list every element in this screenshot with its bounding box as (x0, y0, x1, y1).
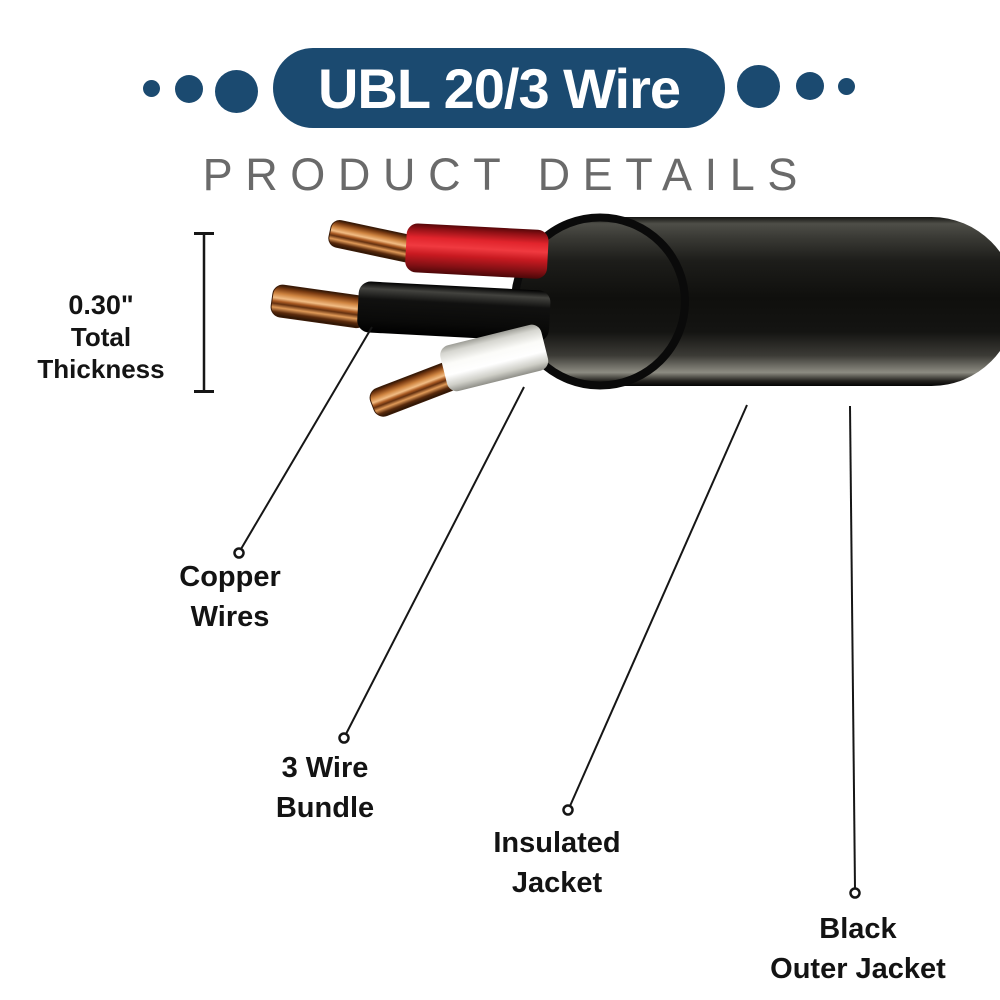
accent-dot (838, 78, 855, 95)
callout-insulated-jacket: Insulated Jacket (457, 823, 657, 903)
white-wire-insulation (440, 324, 549, 392)
leader-line-black-outer-jacket (849, 405, 856, 890)
callout-3-wire-bundle: 3 Wire Bundle (225, 748, 425, 828)
callout-copper-wires: Copper Wires (130, 557, 330, 637)
callout-label-line: Wires (190, 601, 270, 633)
thickness-label: Total Thickness (37, 322, 165, 384)
leader-dots (233, 547, 861, 899)
title-banner: UBL 20/3 Wire (273, 48, 725, 128)
page-subtitle: PRODUCT DETAILS (202, 149, 810, 200)
callout-label-line: Insulated (493, 827, 621, 859)
callout-label-line: Jacket (511, 867, 603, 899)
black-wire-insulation (357, 281, 551, 342)
leader-dot-insulated-jacket (562, 804, 574, 816)
callout-label-line: Outer Jacket (770, 953, 946, 985)
thickness-measure-line (194, 232, 214, 393)
black-outer-jacket-shape (516, 217, 1000, 386)
accent-dot (175, 75, 203, 103)
leader-line-copper-wires (240, 326, 373, 550)
accent-dot (796, 72, 824, 100)
copper-strand-black (270, 284, 369, 329)
leader-dot-copper-wires (233, 547, 245, 559)
accent-dot (737, 65, 780, 108)
thickness-measurement: 0.30" Total Thickness (8, 289, 194, 385)
callout-label-line: Black (819, 913, 897, 945)
callout-label-line: 3 Wire (281, 752, 369, 784)
leader-line-insulated-jacket (569, 404, 748, 807)
thickness-value: 0.30" (68, 290, 134, 320)
leader-dot-black-outer-jacket (849, 887, 861, 899)
leader-lines (240, 326, 856, 890)
red-wire-insulation (405, 223, 549, 279)
accent-dot (143, 80, 160, 97)
callout-label-line: Bundle (275, 792, 375, 824)
page-title: UBL 20/3 Wire (317, 56, 681, 120)
leader-dot-3-wire-bundle (338, 732, 350, 744)
leader-line-3-wire-bundle (345, 386, 525, 735)
callout-label-line: Copper (179, 561, 281, 593)
accent-dot (215, 70, 258, 113)
callout-black-outer-jacket: Black Outer Jacket (733, 909, 983, 989)
